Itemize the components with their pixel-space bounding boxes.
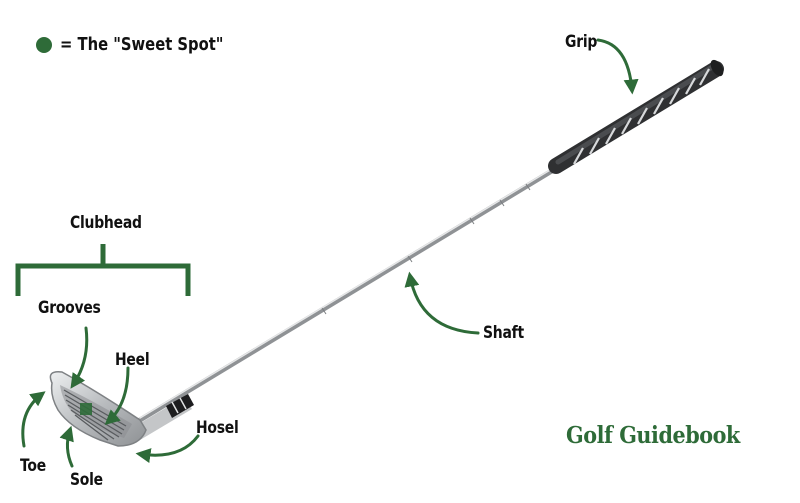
heel-label: Heel bbox=[115, 350, 150, 370]
toe-arrow bbox=[21, 391, 46, 448]
club-grip bbox=[548, 59, 724, 174]
sole-arrow bbox=[59, 425, 74, 468]
shaft-arrow bbox=[404, 271, 480, 335]
hosel-label: Hosel bbox=[196, 418, 239, 438]
legend-label: = The "Sweet Spot" bbox=[60, 34, 224, 55]
clubhead-label: Clubhead bbox=[70, 213, 142, 233]
club-shaft bbox=[137, 163, 563, 423]
grip-label: Grip bbox=[565, 32, 598, 52]
grip-arrow bbox=[596, 38, 639, 95]
legend: = The "Sweet Spot" bbox=[36, 34, 259, 55]
sweet-spot-legend-dot bbox=[36, 36, 52, 53]
hosel-arrow bbox=[135, 434, 200, 463]
brand-logo-text: Golf Guidebook bbox=[566, 422, 740, 449]
grooves-label: Grooves bbox=[38, 298, 101, 318]
clubhead-bracket bbox=[15, 244, 191, 296]
sweet-spot-marker bbox=[80, 403, 92, 415]
club-hosel bbox=[132, 394, 194, 440]
club-head bbox=[49, 370, 147, 447]
toe-label: Toe bbox=[20, 456, 46, 476]
shaft-label: Shaft bbox=[483, 323, 524, 343]
grooves-arrow bbox=[70, 326, 89, 389]
sole-label: Sole bbox=[70, 470, 103, 490]
heel-arrow bbox=[104, 366, 130, 426]
